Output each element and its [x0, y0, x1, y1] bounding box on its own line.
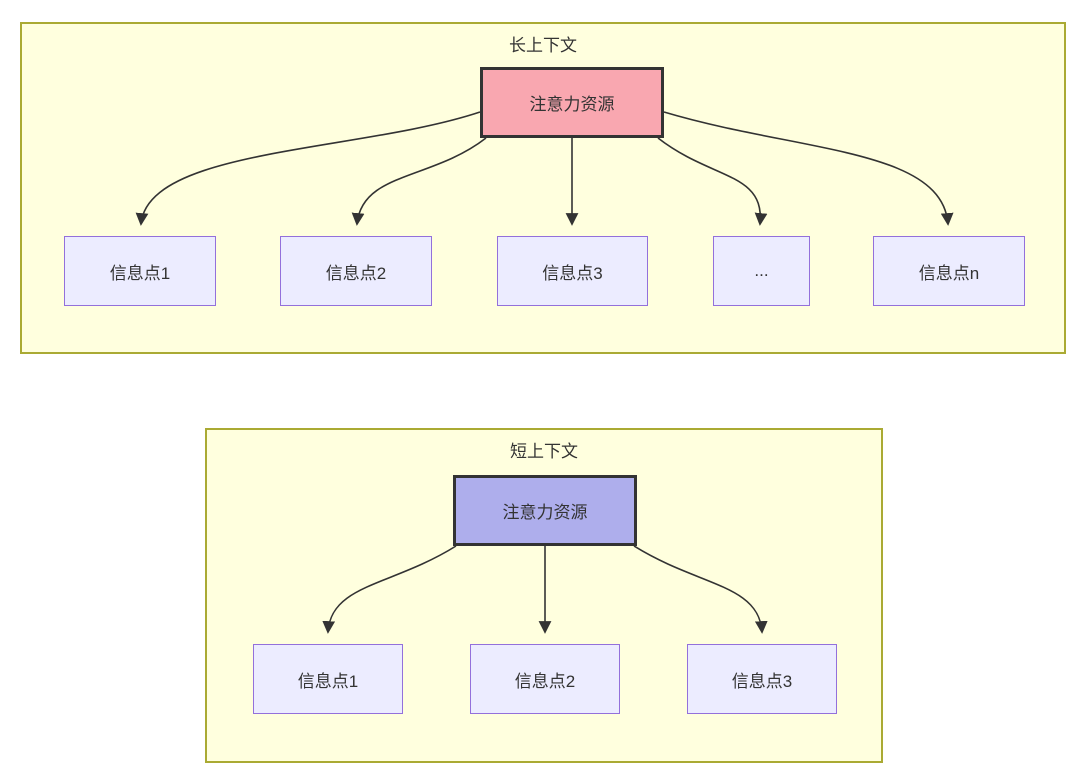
short-context-info-point-3: 信息点3 [687, 644, 837, 714]
long-context-title: 长上下文 [509, 36, 577, 55]
short-context-info-point-3-label: 信息点3 [731, 671, 793, 691]
short-context-info-point-1-label: 信息点1 [297, 671, 359, 691]
long-context-info-point-1-label: 信息点1 [109, 263, 171, 283]
long-context-info-point-3: 信息点3 [497, 236, 648, 306]
long-context-info-point-ellipsis: ... [713, 236, 810, 306]
short-context-title: 短上下文 [510, 442, 578, 461]
short-context-attention-box: 注意力资源 [453, 475, 637, 546]
long-context-attention-box: 注意力资源 [480, 67, 664, 138]
short-context-info-point-2-label: 信息点2 [514, 671, 576, 691]
long-context-attention-label: 注意力资源 [529, 95, 615, 114]
long-context-info-point-ellipsis-label: ... [754, 261, 769, 280]
short-context-info-point-2: 信息点2 [470, 644, 620, 714]
long-context-info-point-1: 信息点1 [64, 236, 216, 306]
short-context-attention-label: 注意力资源 [502, 503, 588, 522]
long-context-info-point-n: 信息点n [873, 236, 1025, 306]
long-context-info-point-2: 信息点2 [280, 236, 432, 306]
long-context-info-point-n-label: 信息点n [918, 263, 980, 283]
short-context-info-point-1: 信息点1 [253, 644, 403, 714]
long-context-info-point-2-label: 信息点2 [325, 263, 387, 283]
long-context-info-point-3-label: 信息点3 [542, 263, 603, 283]
